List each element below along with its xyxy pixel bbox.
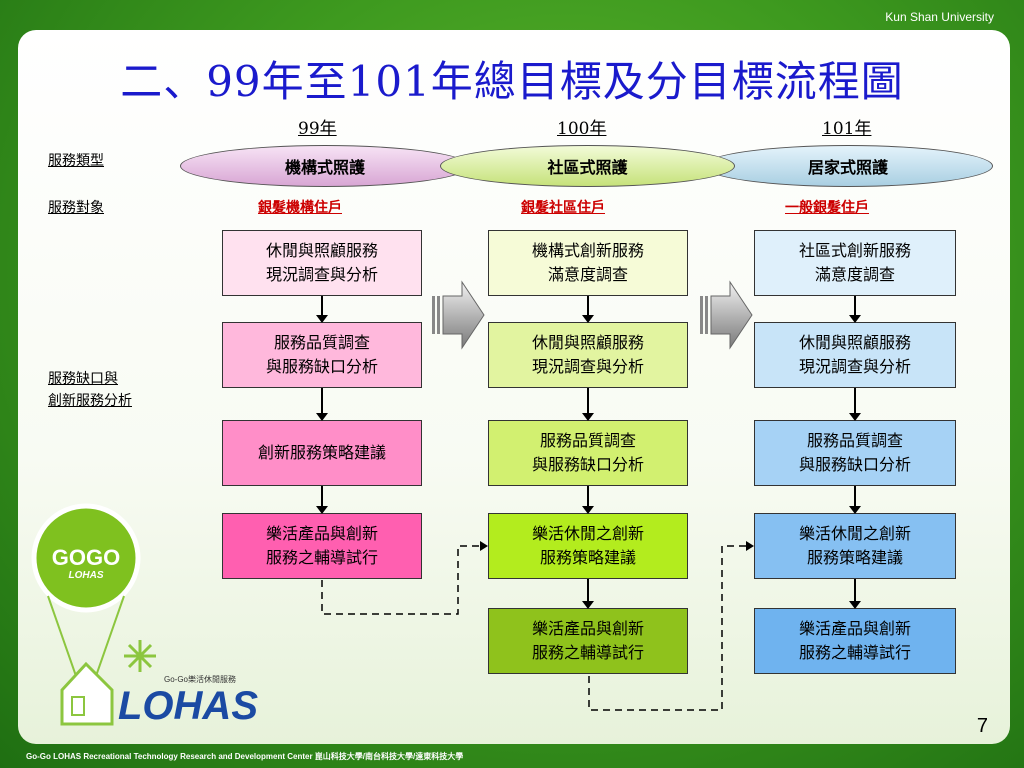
gogo-lohas-logo: [31, 503, 156, 726]
down-arrow: [582, 388, 594, 421]
target-institution: 銀髮機構住戶: [258, 200, 342, 216]
university-name: Kun Shan University: [885, 10, 994, 24]
flow-box: 休閒與照顧服務 現況調查與分析: [488, 322, 688, 388]
down-arrow: [316, 388, 328, 421]
flow-box: 樂活產品與創新 服務之輔導試行: [488, 608, 688, 674]
logo-subtitle: Go-Go樂活休閒服務: [164, 675, 237, 684]
flow-box: 創新服務策略建議: [222, 420, 422, 486]
flow-box: 服務品質調查 與服務缺口分析: [222, 322, 422, 388]
target-community: 銀髮社區住戶: [521, 200, 605, 216]
down-arrow: [849, 388, 861, 421]
down-arrow: [316, 486, 328, 514]
down-arrow: [849, 579, 861, 609]
dashed-connector: [588, 545, 748, 711]
flow-box: 休閒與照顧服務 現況調查與分析: [222, 230, 422, 296]
down-arrow: [582, 486, 594, 514]
down-arrow: [849, 486, 861, 514]
service-type-institution: 機構式照護: [180, 145, 470, 187]
slide-title: 二、99年至101年總目標及分目標流程圖: [120, 57, 904, 106]
page-number: 7: [976, 715, 988, 737]
down-arrow: [582, 296, 594, 323]
connector-arrowhead: [746, 541, 754, 551]
service-type-label: 社區式照護: [547, 158, 628, 177]
flow-box: 樂活休閒之創新 服務策略建議: [488, 513, 688, 579]
flow-box: 樂活產品與創新 服務之輔導試行: [222, 513, 422, 579]
flow-box: 樂活休閒之創新 服務策略建議: [754, 513, 956, 579]
year-101: 101年: [822, 119, 872, 139]
flow-box: 樂活產品與創新 服務之輔導試行: [754, 608, 956, 674]
connector-arrowhead: [480, 541, 488, 551]
label-service-target: 服務對象: [48, 200, 104, 216]
block-arrow-right: [432, 280, 485, 350]
logo-lohas-wordmark: LOHAS: [118, 684, 258, 728]
dashed-connector: [321, 545, 482, 615]
year-99: 99年: [298, 119, 337, 139]
footer-text: Go-Go LOHAS Recreational Technology Rese…: [26, 752, 464, 761]
service-type-home: 居家式照護: [703, 145, 993, 187]
down-arrow: [316, 296, 328, 323]
logo-gogo-text: GOGO: [51, 545, 121, 570]
target-home: 一般銀髮住戶: [785, 200, 869, 216]
year-100: 100年: [557, 119, 607, 139]
flow-box: 服務品質調查 與服務缺口分析: [754, 420, 956, 486]
service-type-label: 居家式照護: [807, 158, 888, 177]
logo-lohas-small-text: LOHAS: [68, 570, 104, 581]
service-type-label: 機構式照護: [284, 158, 365, 177]
label-service-type: 服務類型: [48, 153, 104, 169]
block-arrow-right: [700, 280, 753, 350]
label-gap-analysis: 服務缺口與 創新服務分析: [48, 371, 132, 409]
service-type-community: 社區式照護: [440, 145, 735, 187]
down-arrow: [849, 296, 861, 323]
down-arrow: [582, 579, 594, 609]
flow-box: 社區式創新服務 滿意度調查: [754, 230, 956, 296]
flow-box: 機構式創新服務 滿意度調查: [488, 230, 688, 296]
flow-box: 服務品質調查 與服務缺口分析: [488, 420, 688, 486]
